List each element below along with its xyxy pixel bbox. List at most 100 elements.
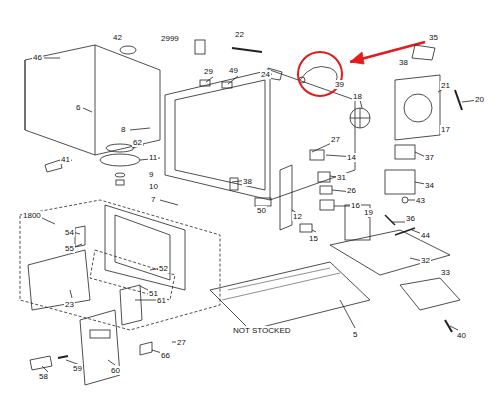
door-panel [28, 250, 90, 310]
callout-number: 8 [120, 125, 126, 134]
door-frame [105, 205, 185, 290]
button [140, 342, 152, 355]
callout-number: 43 [415, 196, 426, 205]
control-panel [80, 310, 120, 385]
transformer [385, 170, 415, 194]
fuse [402, 197, 408, 203]
lamp-part [120, 46, 136, 54]
door-film [90, 250, 175, 300]
motor [116, 180, 124, 185]
callout-number: 24 [260, 70, 271, 79]
callout-number: 66 [160, 351, 171, 360]
bracket [395, 145, 415, 159]
callout-number: 5 [352, 330, 358, 339]
callout-number: 7 [150, 195, 156, 204]
cavity [165, 70, 355, 200]
callout-number: 15 [308, 234, 319, 243]
callout-number: 22 [234, 30, 245, 39]
switch-bracket [412, 45, 435, 60]
callout-number: 21 [440, 81, 451, 90]
callout-number: 42 [112, 33, 123, 42]
callout-number: 18 [352, 92, 363, 101]
callout-number: 58 [38, 372, 49, 381]
fan-blade [350, 108, 370, 128]
lamp-socket [230, 178, 238, 190]
highlight-circle [298, 52, 342, 96]
base-rib [222, 268, 340, 300]
callout-number: 55 [64, 244, 75, 253]
callout-number: 29 [203, 67, 214, 76]
hinge [75, 226, 85, 247]
bracket [232, 48, 262, 52]
cavity-edge [270, 70, 271, 200]
wire-harness [300, 67, 337, 83]
callout-number: 40 [456, 331, 467, 340]
callout-number: 9 [148, 170, 154, 179]
roller-ring [100, 154, 140, 166]
callout-number: 54 [64, 228, 75, 237]
base-plate [210, 262, 370, 330]
callout-number: 6 [75, 103, 81, 112]
clip [222, 82, 232, 88]
callout-number: 61 [156, 296, 167, 305]
callout-number: 60 [110, 366, 121, 375]
diode [385, 215, 395, 225]
switch [318, 172, 330, 182]
callout-number: 14 [346, 153, 357, 162]
callout-number: 52 [158, 264, 169, 273]
fan-motor [404, 94, 432, 122]
pin [455, 90, 462, 110]
callout-number: 19 [363, 208, 374, 217]
spring [58, 356, 68, 358]
callout-number: 36 [405, 214, 416, 223]
fan [350, 108, 370, 128]
callout-number: 23 [64, 300, 75, 309]
coupler [115, 173, 125, 177]
callout-number: 49 [228, 66, 239, 75]
callout-number: 37 [424, 153, 435, 162]
sensor [255, 198, 271, 206]
callout-number: 38 [398, 58, 409, 67]
switch [310, 150, 324, 160]
callout-number: 27 [330, 135, 341, 144]
callout-number: 20 [474, 95, 485, 104]
latch-board [280, 165, 292, 230]
leader-line [42, 58, 478, 372]
callout-number: 34 [424, 181, 435, 190]
control-bracket [120, 285, 142, 325]
outer-case [25, 45, 160, 155]
switch [320, 186, 332, 194]
callout-number: 12 [292, 212, 303, 221]
callout-number: 44 [420, 231, 431, 240]
callout-number: 2999 [160, 34, 180, 43]
door-group [20, 200, 220, 330]
callout-number: 1800 [22, 211, 42, 220]
callout-number: 16 [350, 201, 361, 210]
callout-number: 17 [440, 125, 451, 134]
callout-number: 31 [336, 173, 347, 182]
cable [395, 228, 415, 235]
callout-number: 27 [176, 338, 187, 347]
callout-number: 62 [132, 138, 143, 147]
display [90, 330, 110, 338]
callout-number: 39 [334, 80, 345, 89]
label-plate [195, 40, 205, 54]
callout-number: 59 [72, 364, 83, 373]
cavity-front [175, 80, 265, 190]
callout-number: 33 [440, 268, 451, 277]
callout-number: 26 [346, 186, 357, 195]
callout-number: 46 [32, 53, 43, 62]
callout-number: 32 [420, 256, 431, 265]
screw [445, 320, 452, 332]
door-handle-part [30, 356, 52, 370]
switch [300, 224, 312, 232]
capacitor-bracket [400, 278, 460, 310]
case-edge [25, 45, 95, 155]
base-shelf [330, 230, 450, 275]
note-label: NOT STOCKED [232, 326, 292, 335]
callout-number: 38 [242, 177, 253, 186]
callout-number: 35 [428, 33, 439, 42]
callout-number: 50 [256, 206, 267, 215]
switch [320, 200, 334, 210]
